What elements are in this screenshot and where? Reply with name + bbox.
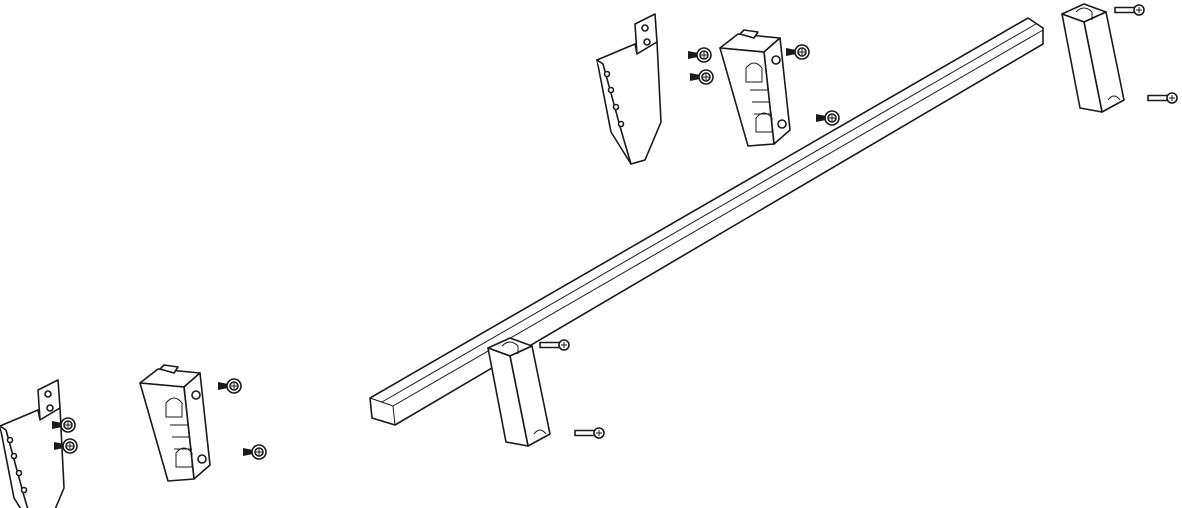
screw [1147,92,1178,104]
screw [689,69,714,85]
hinge-block [139,364,211,482]
hinge-block [719,29,791,147]
screw [539,339,570,351]
screw [785,44,810,60]
screw [815,110,840,126]
screw [217,378,242,394]
screw [574,427,605,439]
screw [242,444,267,460]
vertical-post [1061,3,1125,113]
screw [687,47,712,63]
vertical-post [487,337,551,447]
l-bracket [596,13,662,165]
rail-bar [369,17,1044,426]
screw [1114,4,1145,16]
